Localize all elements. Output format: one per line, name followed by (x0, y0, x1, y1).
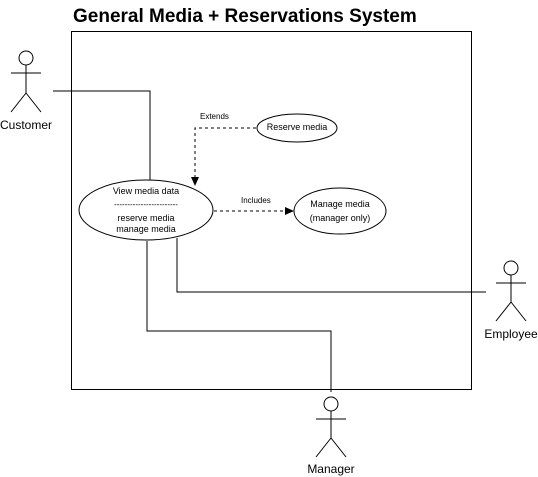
view-media-label: View media data (112, 186, 180, 196)
system-boundary (71, 31, 472, 390)
manager-association-line (146, 241, 332, 392)
manage-media-subtitle: (manager only) (309, 213, 371, 223)
use-case-view-media (78, 179, 214, 241)
includes-label: Includes (241, 196, 271, 205)
view-media-reserve-text: reserve media (117, 213, 175, 223)
customer-label: Customer (0, 118, 53, 132)
view-media-manage-text: manage media (116, 224, 176, 234)
employee-association-line (176, 238, 486, 293)
view-media-divider: ------------------------ (114, 200, 178, 209)
customer-association-line (53, 90, 151, 181)
reserve-media-label: Reserve media (266, 122, 328, 132)
diagram-title: General Media + Reservations System (73, 6, 417, 27)
customer-actor-icon (10, 50, 42, 113)
employee-label: Employee (484, 327, 538, 341)
extends-label: Extends (200, 112, 229, 121)
extends-arrow (191, 127, 256, 186)
use-case-manage-media (293, 187, 387, 235)
manage-media-label: Manage media (310, 199, 370, 209)
manager-label: Manager (307, 462, 355, 476)
employee-actor-icon (495, 260, 527, 322)
use-case-reserve-media (256, 113, 338, 143)
manager-actor-icon (315, 396, 347, 458)
